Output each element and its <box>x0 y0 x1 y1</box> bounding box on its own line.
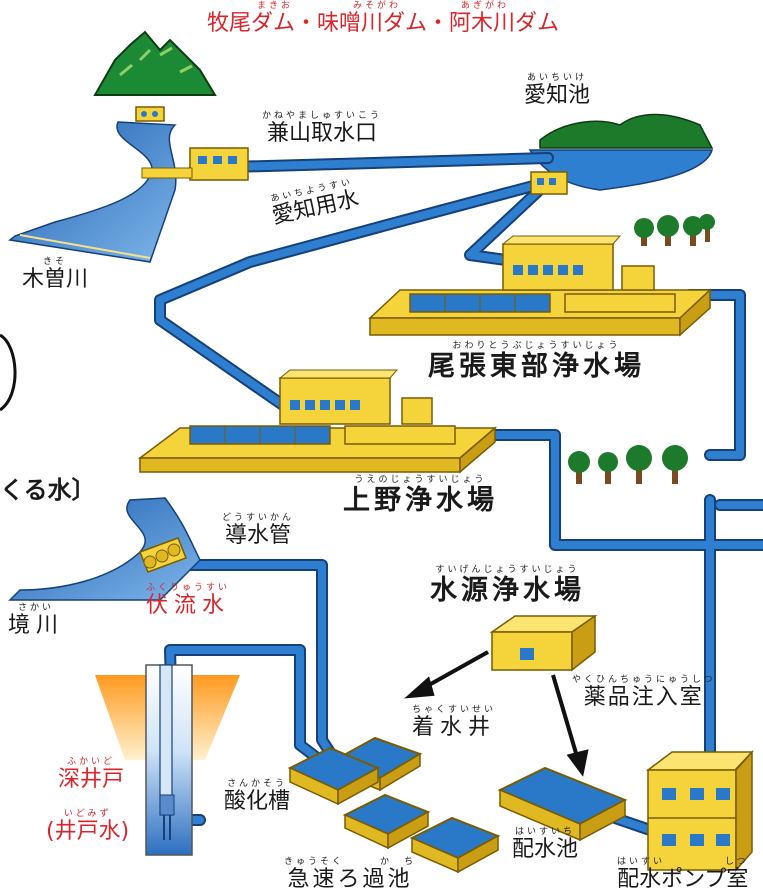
label-chemical-room: やくひんちゅうにゅうしつ 薬品注入室 <box>572 676 715 709</box>
label-intake-text: 兼山取水口 <box>267 121 378 146</box>
label-source-plant-text: 水源浄水場 <box>430 575 585 606</box>
distribution-reservoir-tank <box>497 766 628 842</box>
label-conduit-ruby: どうすいかん <box>222 513 295 523</box>
label-dams: まきお みそがわ あぎがわ 牧尾ダム・味噌川ダム・阿木川ダム <box>207 2 559 35</box>
label-sakai-river-text: 境川 <box>8 613 65 638</box>
label-receiving-well: ちゃくすいせい 着水井 <box>412 706 496 739</box>
label-well-water: いどみず (井戸水) <box>46 810 129 843</box>
label-subsurface-ruby: ふくりゅうすい <box>146 583 231 593</box>
dam-gate-icon <box>135 106 165 122</box>
label-source-plant: すいげんじょうすいじょう 水源浄水場 <box>430 565 585 606</box>
flow-arrows <box>404 650 589 777</box>
label-deep-well: ふかいど 深井戸 <box>58 758 124 791</box>
label-ueno-plant: うえのじょうすいじょう 上野浄水場 <box>343 475 498 516</box>
label-intake: かねやましゅすいこう 兼山取水口 <box>262 112 382 145</box>
label-oxidation-tank: さんかそう 酸化槽 <box>224 780 290 813</box>
label-chemical-room-ruby: やくひんちゅうにゅうしつ <box>572 675 716 685</box>
label-kiso-river: きそ 木曽川 <box>22 258 88 291</box>
label-aichi-pond: あいちいけ 愛知池 <box>524 74 590 107</box>
trees-lower <box>568 445 688 484</box>
label-sakai-river: さかい 境川 <box>8 604 64 637</box>
label-subsurface-text: 伏流水 <box>146 593 231 618</box>
label-kiso-river-text: 木曽川 <box>22 267 89 292</box>
left-border-arc <box>0 333 17 412</box>
ueno-plant-illustration <box>137 369 498 474</box>
label-pump-room-ruby: はいすい しつ <box>617 857 749 867</box>
label-well-water-text: (井戸水) <box>46 819 130 844</box>
label-distribution-reservoir-ruby: はいすいち <box>515 827 576 837</box>
label-dams-text: 牧尾ダム・味噌川ダム・阿木川ダム <box>207 11 560 36</box>
label-aichi-pond-text: 愛知池 <box>524 83 591 108</box>
label-conduit-text: 導水管 <box>225 523 292 548</box>
label-well-water-ruby: いどみず <box>63 809 112 819</box>
trees-upper <box>634 214 715 246</box>
owari-plant-illustration <box>368 235 712 337</box>
label-receiving-well-text: 着水井 <box>412 715 497 740</box>
label-kiso-river-ruby: きそ <box>43 257 68 267</box>
label-conduit: どうすいかん 導水管 <box>222 514 294 547</box>
label-ueno-plant-text: 上野浄水場 <box>343 485 498 516</box>
label-owari-plant-text: 尾張東部浄水場 <box>428 351 645 382</box>
conduit-inlet <box>139 537 187 573</box>
label-receiving-well-ruby: ちゃくすいせい <box>412 705 497 715</box>
label-source-plant-ruby: すいげんじょうすいじょう <box>435 565 580 575</box>
label-chemical-room-text: 薬品注入室 <box>583 685 704 710</box>
label-oxidation-tank-text: 酸化槽 <box>224 789 291 814</box>
deep-well-cross-section <box>95 664 240 856</box>
label-sakai-river-ruby: さかい <box>18 603 55 613</box>
label-owari-plant: おわりとうぶじょうすいじょう 尾張東部浄水場 <box>428 341 645 382</box>
rapid-filter-tank-1 <box>342 793 431 850</box>
kiso-river <box>8 121 177 263</box>
aichi-pond-hill <box>539 113 714 149</box>
label-distribution-reservoir: はいすいち 配水池 <box>512 828 578 861</box>
oxidation-tank <box>287 746 381 806</box>
sakai-river <box>8 497 201 601</box>
label-ueno-plant-ruby: うえのじょうすいじょう <box>354 475 487 485</box>
label-subsurface: ふくりゅうすい 伏流水 <box>146 584 230 617</box>
label-rapid-filter-ruby: きゅうそく か ち <box>284 857 417 867</box>
pump-room-building <box>645 750 754 872</box>
label-rapid-filter-text: 急速ろ過池 <box>287 867 413 892</box>
label-deep-well-ruby: ふかいど <box>67 757 116 767</box>
label-water-heading-text: くる水〕 <box>0 476 96 504</box>
label-aichi-pond-ruby: あいちいけ <box>527 73 588 83</box>
label-deep-well-text: 深井戸 <box>58 767 125 792</box>
pond-gate-building <box>530 171 568 195</box>
label-rapid-filter: きゅうそく か ち 急速ろ過池 <box>284 858 416 891</box>
mountain-range <box>93 30 217 96</box>
label-water-heading: くる水〕 <box>0 478 96 502</box>
label-pump-room: はいすい しつ 配水ポンプ室 <box>617 858 748 891</box>
label-distribution-reservoir-text: 配水池 <box>512 837 579 862</box>
rapid-filter-tank-2 <box>409 816 501 874</box>
label-owari-plant-ruby: おわりとうぶじょうすいじょう <box>452 341 621 351</box>
label-pump-room-text: 配水ポンプ室 <box>617 867 749 892</box>
intake-building <box>141 147 249 181</box>
label-oxidation-tank-ruby: さんかそう <box>227 779 288 789</box>
source-plant-building <box>489 614 598 672</box>
label-dams-ruby: まきお みそがわ あぎがわ <box>257 1 510 11</box>
label-intake-ruby: かねやましゅすいこう <box>262 111 383 121</box>
